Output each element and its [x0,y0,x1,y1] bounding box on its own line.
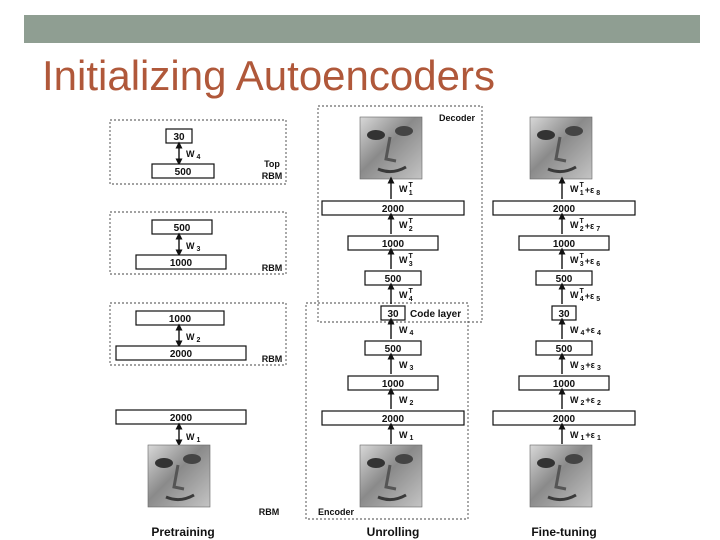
rbm-1-caption: RBM [259,507,280,517]
pretraining-label: Pretraining [151,525,214,539]
unrolling-column: Decoder Encoder Code layer 2000 1000 500 30… [305,105,483,539]
rbm-top-layer-500 [151,163,215,179]
layer-label-500: 500 [556,274,573,285]
layer-label-500: 500 [385,344,402,355]
unrolling-label: Unrolling [367,525,420,539]
finetuning-output-face [528,115,594,181]
rbm-2-layer-1000-label: 1000 [169,314,192,325]
finetuning-layers: 2000 1000 500 30 500 1000 2000 [492,200,636,426]
rbm-2-frame [109,302,287,366]
finetuning-input-face [528,443,594,509]
layer-label-1000: 1000 [382,379,405,390]
rbm-top-caption-rbm: RBM [262,171,283,181]
layer-label-500: 500 [385,274,402,285]
layer-label-30: 30 [558,309,570,320]
decoder-frame [317,105,483,323]
unrolling-output-face [358,115,424,181]
layer-label-30: 30 [387,309,399,320]
rbm-2-layer-2000-label: 2000 [170,349,193,360]
unrolling-input-face [358,443,424,509]
finetuning-label: Fine-tuning [531,525,596,539]
rbm-3-layer-1000-label: 1000 [170,258,193,269]
layer-label-1000: 1000 [382,239,405,250]
rbm-3-layer-500-label: 500 [174,223,191,234]
decoder-label: Decoder [439,113,476,123]
rbm-3-layer-1000 [135,254,227,270]
rbm-top-caption-top: Top [264,159,280,169]
layer-label-2000: 2000 [382,414,405,425]
rbm-2-caption: RBM [262,354,283,364]
layer-label-500: 500 [556,344,573,355]
encoder-frame [305,302,469,520]
slide-title: Initializing Autoencoders [42,52,495,99]
rbm-3-frame [109,211,287,275]
rbm-top-layer-30-label: 30 [173,132,185,143]
rbm-top-frame [109,119,287,185]
layer-label-2000: 2000 [553,204,576,215]
unrolling-layers: 2000 1000 500 30 500 1000 2000 [321,200,465,426]
top-bar [24,15,700,43]
pretraining-face-image [146,443,212,509]
rbm-1-layer-2000-label: 2000 [170,413,193,424]
layer-label-2000: 2000 [553,414,576,425]
rbm-3-caption: RBM [262,263,283,273]
rbm-2-layer-2000 [115,345,247,361]
layer-label-1000: 1000 [553,379,576,390]
layer-label-1000: 1000 [553,239,576,250]
encoder-label: Encoder [318,507,355,517]
layer-label-2000: 2000 [382,204,405,215]
rbm-top-layer-500-label: 500 [175,167,192,178]
code-layer-label: Code layer [410,309,461,320]
